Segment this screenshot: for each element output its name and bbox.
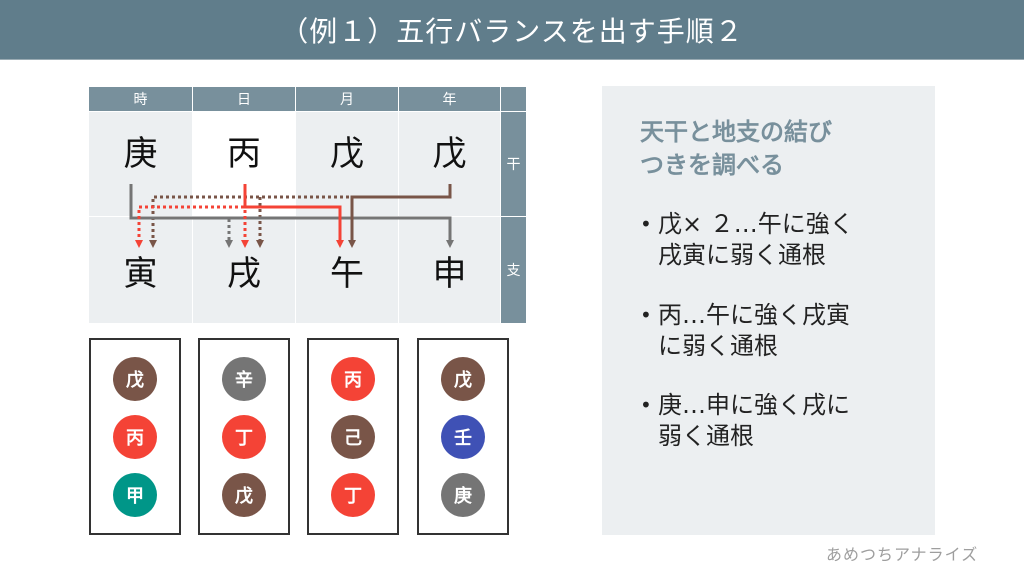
hidden-stem-badge: 壬 <box>441 415 485 459</box>
branch-year-label: 申 <box>432 253 467 294</box>
pillar-table: 時 日 月 年 庚 丙 戊 戊 寅 戌 午 申 干 支 <box>89 87 527 323</box>
bullet-text-line: 庚…申に強く戌に <box>658 391 850 419</box>
branch-day-label: 戌 <box>227 253 261 294</box>
branch-year: 申 <box>399 217 500 323</box>
slide-title: （例１）五行バランスを出す手順２ <box>0 0 1024 60</box>
explanation-panel: 天干と地支の結び つきを調べる • 戊× ２…午に強く 戌寅に弱く通根 • 丙…… <box>602 86 935 535</box>
column-header-blank <box>501 87 526 111</box>
row-label-stem: 干 <box>501 112 526 216</box>
panel-heading-line1: 天干と地支の結び <box>640 118 832 146</box>
hidden-stem-badge: 己 <box>331 415 375 459</box>
bullet-dot-icon: • <box>640 212 652 236</box>
bullet-text-line: 戊× ２…午に強く <box>658 210 854 238</box>
hidden-stems-day: 辛 丁 戊 <box>198 338 290 535</box>
branch-day: 戌 <box>193 217 295 323</box>
hidden-stem-badge: 丁 <box>331 473 375 517</box>
hidden-stem-badge: 丁 <box>222 415 266 459</box>
hidden-stem-badge: 戊 <box>441 357 485 401</box>
hidden-stem-badge: 戊 <box>113 357 157 401</box>
branch-month-label: 午 <box>330 253 364 294</box>
panel-heading: 天干と地支の結び つきを調べる <box>640 116 910 182</box>
bullet-text-line: 戌寅に弱く通根 <box>658 241 826 269</box>
bullet-text-line: 弱く通根 <box>658 422 754 450</box>
hidden-stem-badge: 丙 <box>113 415 157 459</box>
column-header-hour: 時 <box>89 87 192 111</box>
panel-heading-line2: つきを調べる <box>640 151 784 179</box>
column-header-year: 年 <box>399 87 500 111</box>
bullet-text-line: に弱く通根 <box>658 332 778 360</box>
branch-month: 午 <box>296 217 398 323</box>
footer-brand: あめつちアナライズ <box>826 545 979 564</box>
hidden-stem-badge: 丙 <box>331 357 375 401</box>
hidden-stems-year: 戊 壬 庚 <box>417 338 509 535</box>
hidden-stem-badge: 辛 <box>222 357 266 401</box>
bullet-dot-icon: • <box>640 303 652 327</box>
bullet-item: • 丙…午に強く戌寅 に弱く通根 <box>622 300 922 362</box>
hidden-stems-month: 丙 己 丁 <box>307 338 399 535</box>
stem-year: 戊 <box>399 112 500 216</box>
row-label-branch: 支 <box>501 217 526 323</box>
bullet-item: • 庚…申に強く戌に 弱く通根 <box>622 390 922 452</box>
branch-hour-label: 寅 <box>123 253 158 294</box>
bullet-item: • 戊× ２…午に強く 戌寅に弱く通根 <box>622 209 922 271</box>
hidden-stems-hour: 戊 丙 甲 <box>89 338 181 535</box>
bullet-text-line: 丙…午に強く戌寅 <box>658 301 850 329</box>
hidden-stem-badge: 戊 <box>222 473 266 517</box>
stem-month: 戊 <box>296 112 398 216</box>
bullet-dot-icon: • <box>640 393 652 417</box>
column-header-month: 月 <box>296 87 398 111</box>
branch-hour: 寅 <box>89 217 192 323</box>
stem-day: 丙 <box>193 112 295 216</box>
stem-hour: 庚 <box>89 112 192 216</box>
hidden-stem-badge: 甲 <box>113 473 157 517</box>
hidden-stem-badge: 庚 <box>441 473 485 517</box>
column-header-day: 日 <box>193 87 295 111</box>
